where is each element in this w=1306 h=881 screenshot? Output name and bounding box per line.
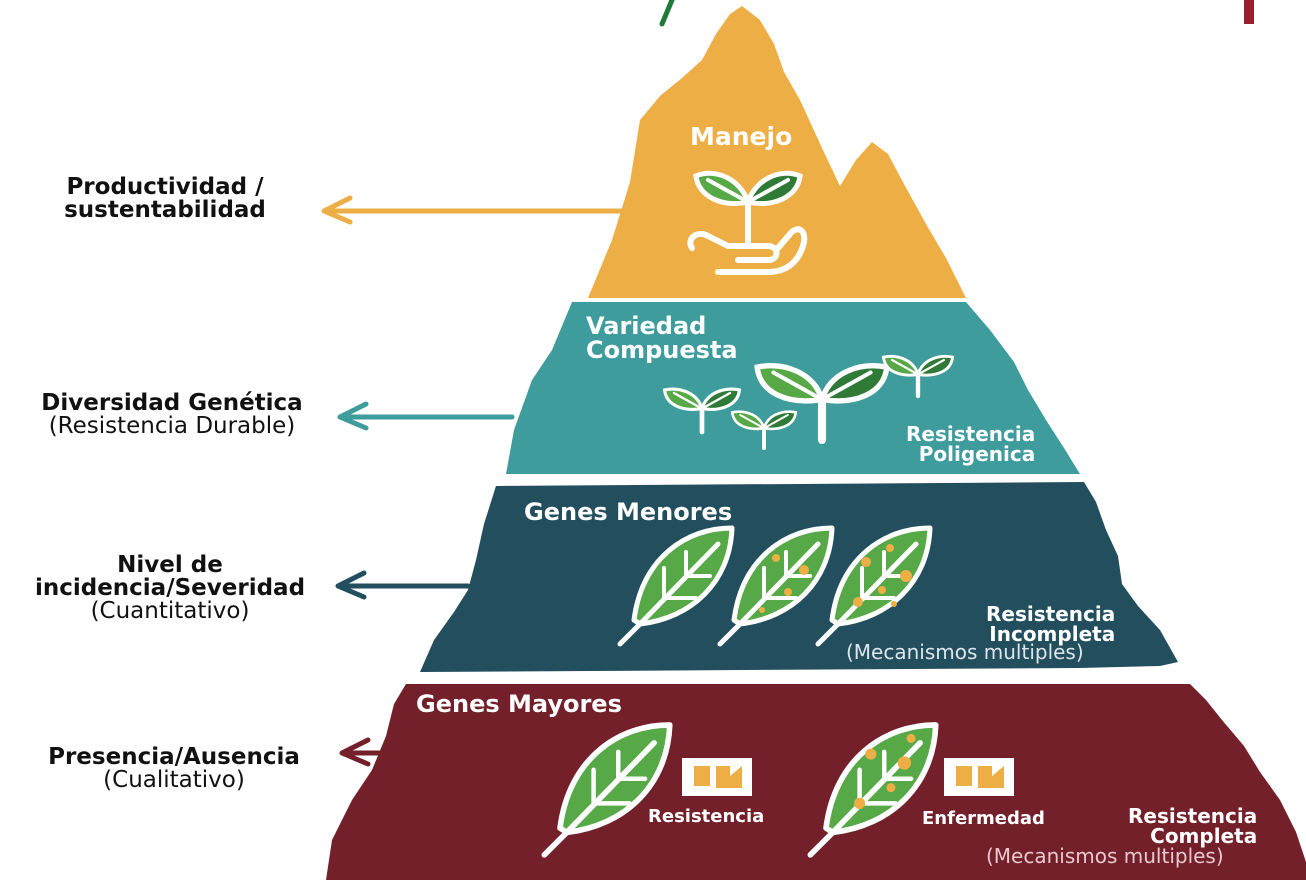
leaf-icon	[810, 725, 935, 855]
label-presencia-title: Presencia/Ausencia	[48, 744, 300, 770]
tier-manejo-shape	[588, 6, 966, 298]
pictogram-icon	[682, 758, 752, 796]
tier-variedad-title-line1: Variedad	[586, 312, 707, 340]
top-green-stroke	[659, 0, 675, 27]
leaf-icon	[720, 528, 832, 644]
tier-genes-menores-note: (Mecanismos multiples)	[846, 640, 1084, 664]
label-diversidad-subtitle: (Resistencia Durable)	[48, 413, 296, 439]
leaf-icon	[818, 528, 930, 644]
tier-variedad-side-line1: Resistencia	[906, 422, 1036, 446]
label-nivel-subtitle: (Cuantitativo)	[90, 598, 250, 624]
tier-genes-menores-title: Genes Menores	[524, 498, 733, 526]
label-nivel-line2: incidencia/Severidad	[34, 575, 306, 601]
tier-genes-mayores-side-line1: Resistencia	[1128, 804, 1258, 828]
caption-enfermedad: Enfermedad	[922, 808, 1045, 829]
tier-genes-menores-side-line2: Incompleta	[989, 622, 1116, 646]
label-diversidad-title: Diversidad Genética	[41, 390, 303, 416]
label-presencia: Presencia/Ausencia (Cualitativo)	[20, 746, 328, 792]
caption-resistencia: Resistencia	[648, 806, 765, 827]
tier-variedad-side: Resistencia Poligenica	[906, 424, 1035, 464]
tier-manejo-title: Manejo	[690, 122, 793, 151]
plant-in-hand-icon	[687, 170, 808, 275]
label-nivel-line1: Nivel de	[117, 552, 223, 578]
arrow-productividad	[321, 195, 631, 225]
tier-genes-mayores-side: Resistencia Completa	[1128, 806, 1257, 846]
pictogram-icon	[944, 758, 1014, 796]
label-diversidad: Diversidad Genética (Resistencia Durable…	[14, 392, 330, 438]
top-right-red-bar	[1244, 0, 1254, 24]
tier-variedad-side-line2: Poligenica	[918, 442, 1036, 466]
tier-genes-mayores-title: Genes Mayores	[416, 690, 622, 718]
tier-genes-mayores-side-line2: Completa	[1150, 824, 1258, 848]
label-presencia-subtitle: (Cualitativo)	[103, 767, 245, 793]
tier-variedad-title-line2: Compuesta	[586, 336, 738, 364]
arrow-presencia	[339, 737, 395, 767]
arrow-diversidad	[337, 401, 515, 431]
label-productividad: Productividad / sustentabilidad	[40, 176, 290, 222]
label-productividad-title: Productividad / sustentabilidad	[64, 174, 266, 223]
arrow-nivel	[335, 570, 471, 600]
tier-genes-mayores-note: (Mecanismos multiples)	[986, 844, 1224, 868]
tier-genes-menores-side: Resistencia Incompleta	[986, 604, 1115, 644]
label-nivel: Nivel de incidencia/Severidad (Cuantitat…	[12, 554, 328, 623]
tier-variedad-title: Variedad Compuesta	[586, 314, 738, 362]
tier-genes-menores-side-line1: Resistencia	[986, 602, 1116, 626]
